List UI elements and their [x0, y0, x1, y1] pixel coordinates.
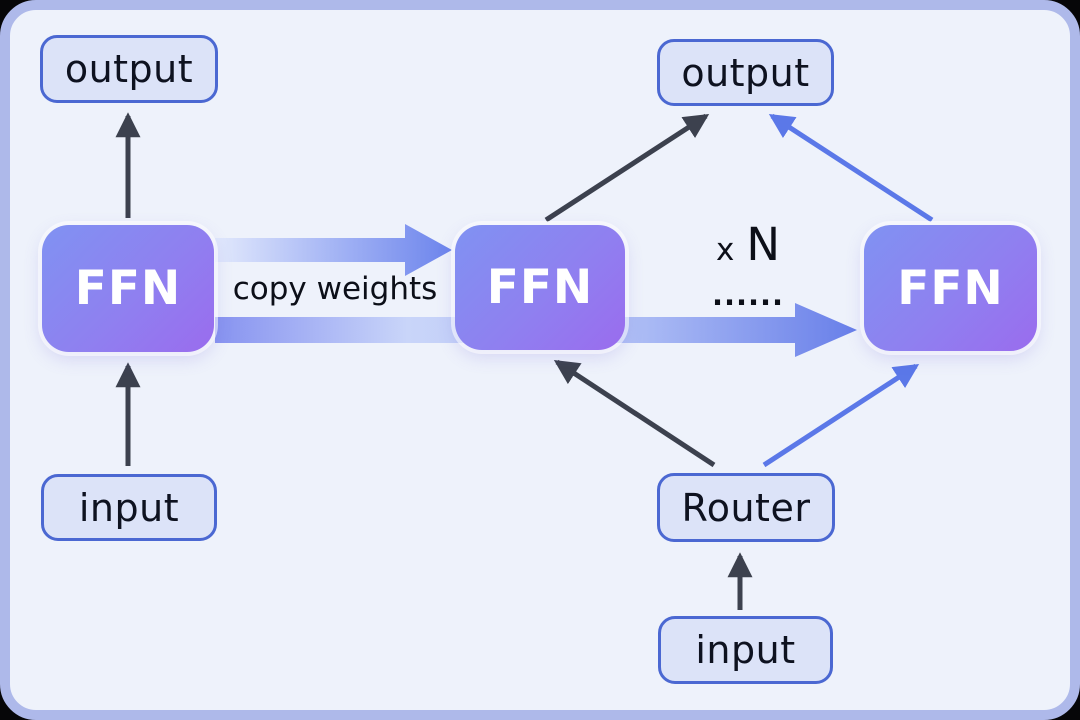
copy-weights-label: copy weights: [232, 271, 438, 307]
node-ffn-left: FFN: [42, 225, 214, 352]
node-ffn-right: FFN: [864, 225, 1037, 351]
node-output-center: output: [657, 39, 834, 106]
arrow-router-to-ffn-right: [762, 363, 920, 468]
node-ffn-left-label: FFN: [74, 261, 182, 316]
repeat-x-text: x: [715, 232, 735, 268]
copy-weights-arrow-top: [215, 224, 452, 276]
node-input-bottom-label: input: [695, 628, 796, 672]
arrow-router-to-ffn-center: [553, 359, 716, 468]
node-router: Router: [657, 473, 835, 542]
node-output-center-label: output: [681, 50, 810, 95]
node-output-left: output: [40, 35, 218, 103]
node-ffn-center: FFN: [455, 225, 625, 350]
arrow-ffn-right-to-output: [768, 113, 934, 223]
node-ffn-right-label: FFN: [897, 260, 1004, 316]
repeat-n-label: x N: [688, 218, 808, 271]
node-router-label: Router: [681, 485, 811, 530]
ellipsis-label: ......: [711, 278, 785, 312]
node-output-left-label: output: [64, 47, 194, 91]
node-input-left: input: [41, 474, 217, 541]
repeat-n-text: N: [746, 218, 781, 271]
node-input-left-label: input: [78, 485, 180, 530]
node-input-bottom: input: [658, 616, 833, 684]
arrow-ffn-center-to-output: [544, 113, 710, 223]
node-ffn-center-label: FFN: [486, 260, 594, 315]
